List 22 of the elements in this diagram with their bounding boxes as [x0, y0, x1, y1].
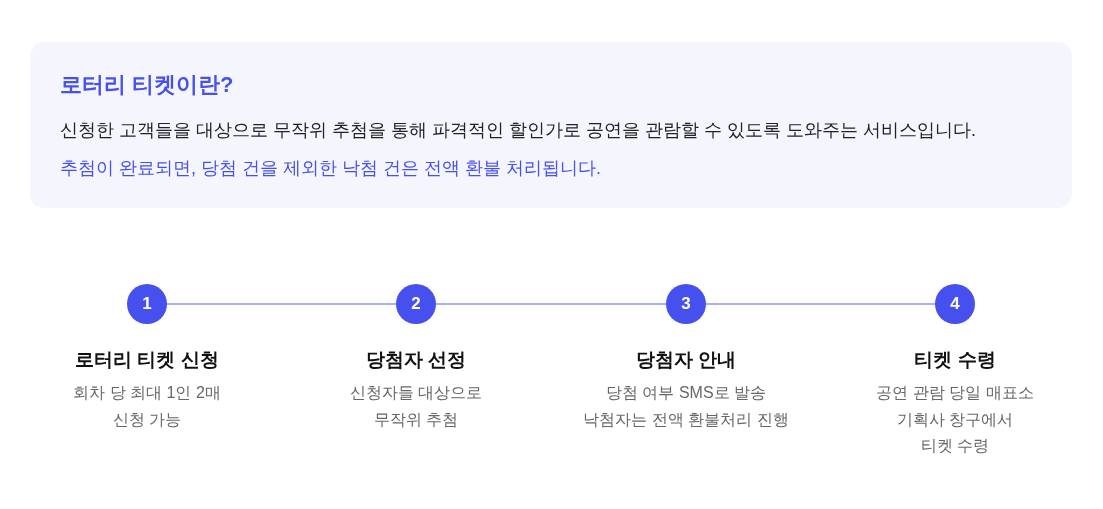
connector-line	[166, 303, 397, 305]
step-number: 1	[142, 294, 152, 314]
note-text: 추첨이 완료되면, 당첨 건을 제외한 낙첨 건은 전액 환불 처리됩니다.	[60, 157, 601, 180]
step-number: 4	[950, 294, 960, 314]
connector-line	[435, 303, 667, 305]
step-circle	[935, 284, 975, 324]
connector-line	[705, 303, 936, 305]
step-description: 회차 당 최대 1인 2매 신청 가능	[73, 383, 221, 430]
step-title: 당첨자 안내	[635, 348, 737, 372]
step-number: 2	[411, 294, 421, 314]
step-title: 로터리 티켓 신청	[75, 348, 219, 372]
panel-heading: 로터리 티켓이란?	[60, 71, 234, 99]
description-text: 신청한 고객들을 대상으로 무작위 추첨을 통해 파격적인 할인가로 공연을 관람할 수 있도록 도와주는 서비스입니다.	[60, 119, 976, 142]
step-circle	[127, 284, 167, 324]
step-number: 3	[681, 294, 691, 314]
step-description: 당첨 여부 SMS로 발송 낙첨자는 전액 환불처리 진행	[583, 383, 789, 430]
step-circle	[666, 284, 706, 324]
step-circle	[396, 284, 436, 324]
step-title: 티켓 수령	[914, 348, 996, 372]
step-description: 공연 관람 당일 매표소 기획사 창구에서 티켓 수령	[876, 383, 1034, 456]
step-description: 신청자들 대상으로 무작위 추첨	[349, 383, 483, 430]
step-title: 당첨자 선정	[365, 348, 467, 372]
